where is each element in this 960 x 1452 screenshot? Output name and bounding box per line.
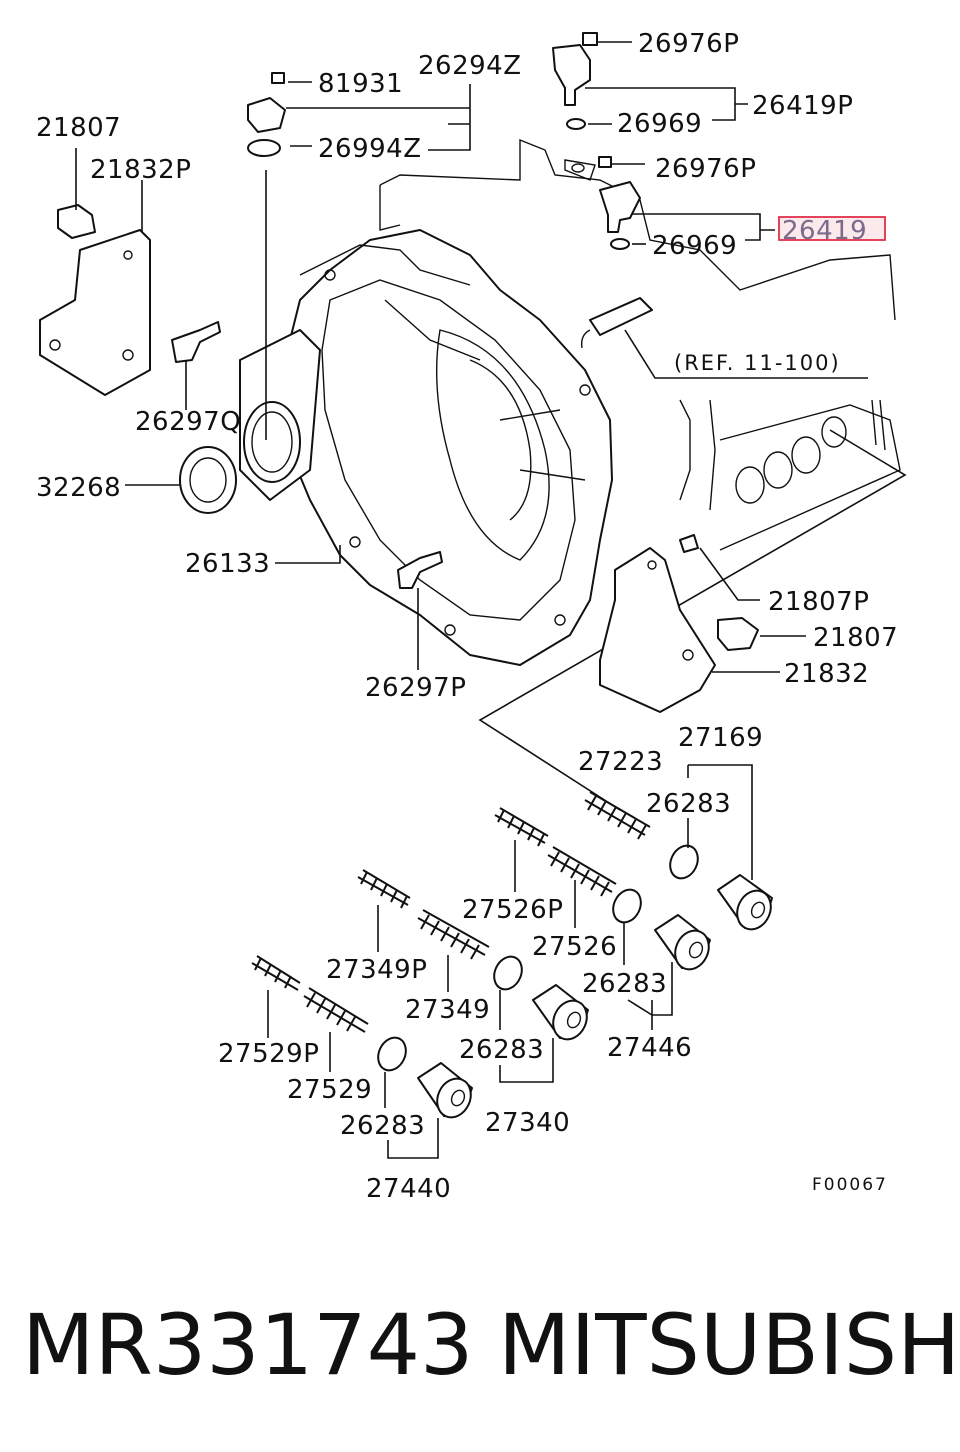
bolt-26297P [397,551,443,589]
leader-lines [75,41,868,1159]
label-27340: 27340 [485,1108,570,1138]
brand-name: MITSUBISHI [498,1296,960,1394]
o-ring-26283-d [377,1036,407,1072]
sensor-wire-ref [580,297,653,349]
label-26297Q: 26297Q [135,407,241,437]
transmission-case-26133 [239,229,613,666]
label-26994Z: 26994Z [318,134,422,164]
o-ring-26283-a [669,844,699,880]
label-26976P-mid: 26976P [655,154,756,184]
label-27349P: 27349P [326,955,427,985]
label-27526: 27526 [532,932,617,962]
label-26976P-top: 26976P [638,29,739,59]
plug-26294Z [247,72,286,157]
part-number: MR331743 [22,1296,474,1394]
piston-27440 [417,1062,473,1119]
label-27440: 27440 [366,1174,451,1204]
bracket-21832 [599,534,759,713]
bolt-26297Q [171,321,221,363]
label-26294Z: 26294Z [418,51,522,81]
label-26283-b: 26283 [582,969,667,999]
label-21807P: 21807P [768,587,869,617]
label-21832: 21832 [784,659,869,689]
spring-27349 [417,909,490,960]
speed-sensor-26419P [552,32,598,130]
spring-27349P [357,869,411,909]
label-26283-a: 26283 [646,789,731,819]
label-27529P: 27529P [218,1039,319,1069]
label-21832P: 21832P [90,155,191,185]
piston-27446 [654,914,711,971]
o-ring-26283-b [612,888,642,924]
label-26297P: 26297P [365,673,466,703]
label-21807-left: 21807 [36,113,121,143]
spring-27529 [303,987,369,1033]
speed-sensor-26419 [564,156,641,250]
label-27526P: 27526P [462,895,563,925]
label-81931: 81931 [318,69,403,99]
label-26133: 26133 [185,549,270,579]
caption: MR331743 MITSUBISHI [0,1290,960,1400]
label-26969-mid: 26969 [652,231,737,261]
oil-seal-32268 [179,446,237,514]
label-32268: 32268 [36,473,121,503]
o-ring-26283-c [493,955,523,991]
label-26419P: 26419P [752,91,853,121]
label-26419-highlighted: 26419 [782,216,867,246]
piston-27340 [532,984,589,1041]
label-27529: 27529 [287,1075,372,1105]
label-27169: 27169 [678,723,763,753]
spring-27529P [251,955,301,991]
highlighted-part-box [778,216,886,241]
piston-27169 [717,874,773,931]
spring-27223 [584,791,651,840]
bracket-21832P [39,204,151,396]
label-21807-right: 21807 [813,623,898,653]
spring-27526P [494,807,549,847]
engine-block-reference [379,138,907,811]
label-26283-d: 26283 [340,1111,425,1141]
label-26283-c: 26283 [459,1035,544,1065]
figure-code: F00067 [812,1175,888,1195]
parts-exploded-diagram: 26976P 81931 26294Z 26419P 21807 26969 2… [36,29,907,1204]
label-26969-top: 26969 [617,109,702,139]
label-27349: 27349 [405,995,490,1025]
label-27223: 27223 [578,747,663,777]
label-27446: 27446 [607,1033,692,1063]
spring-27526 [547,846,617,897]
label-ref-11-100: (REF. 11-100) [674,351,841,375]
